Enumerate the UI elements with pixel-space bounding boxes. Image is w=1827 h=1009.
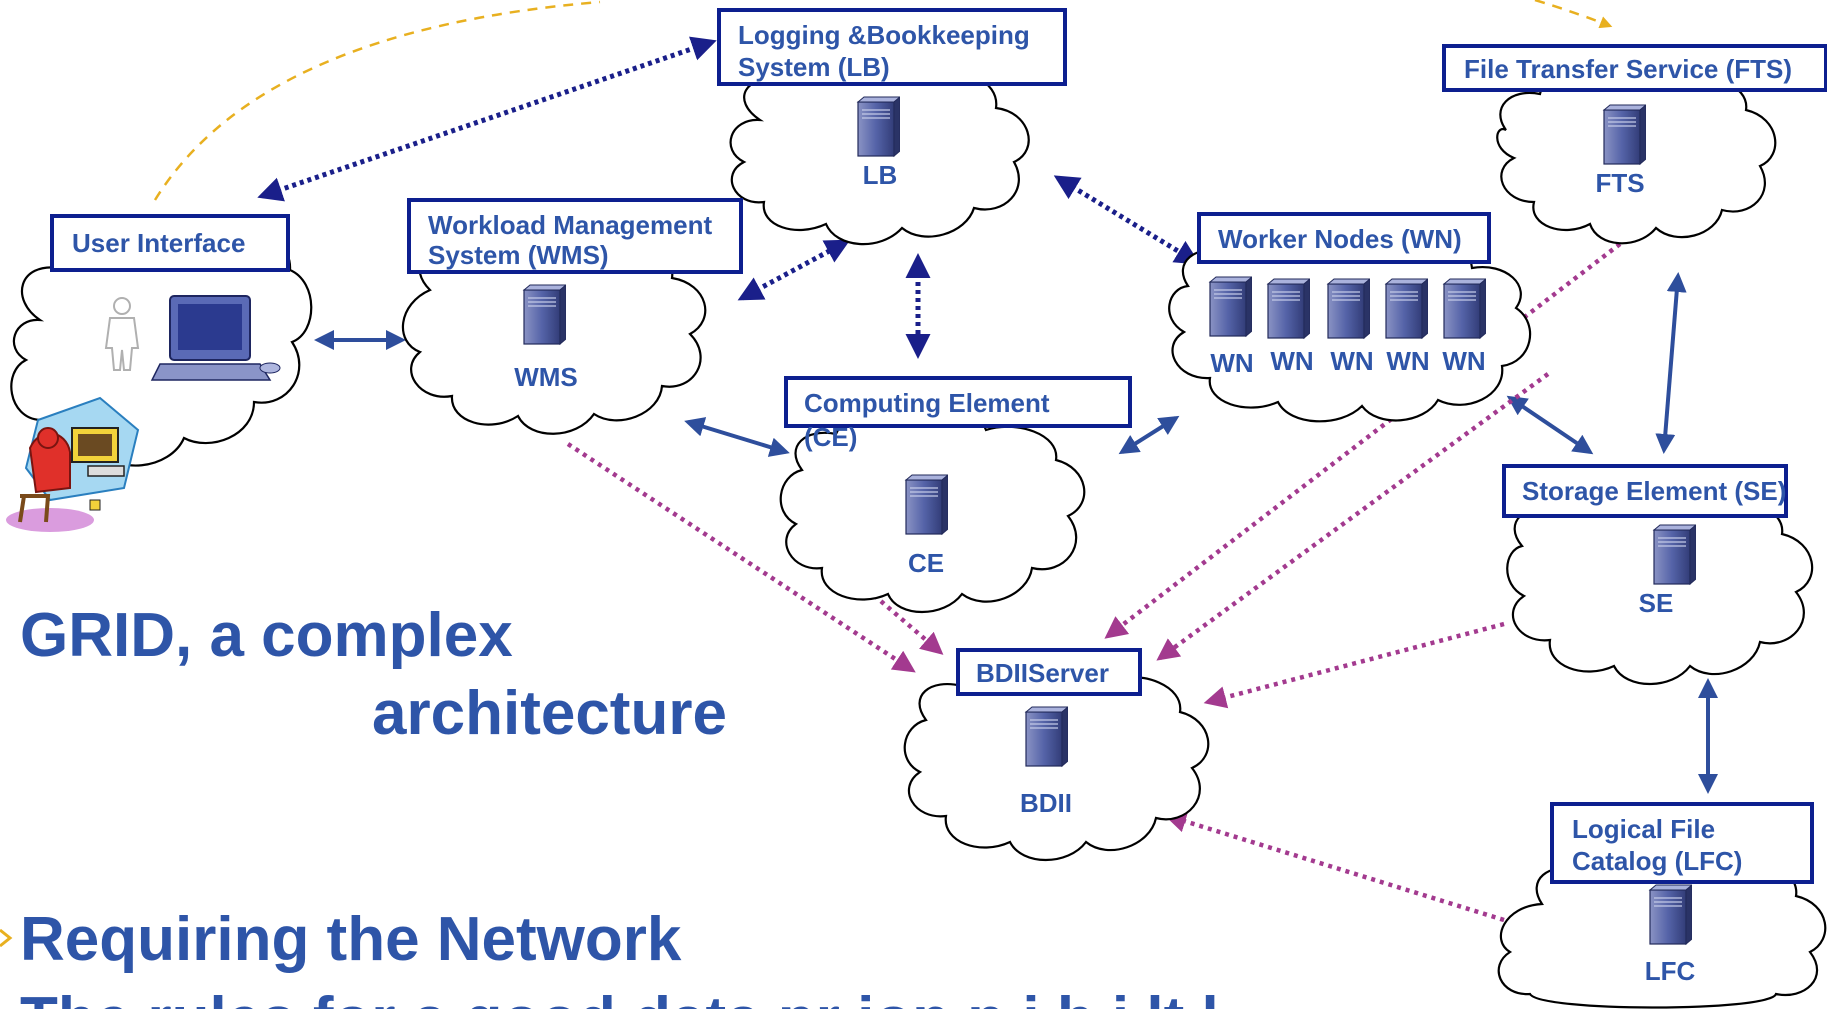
se-node-label: SE [1639, 588, 1674, 618]
heading-line2: architecture [372, 679, 727, 748]
server-icon [1649, 884, 1692, 945]
wms-label-box: Workload Management System (WMS) [407, 198, 743, 274]
lb-node-label: LB [863, 160, 898, 190]
lb-label-line2: System (LB) [738, 52, 890, 82]
fts-dashed-curve [1534, 0, 1613, 29]
ce-wn-arrow [1118, 415, 1180, 455]
se-label: Storage Element (SE) [1522, 476, 1786, 506]
component-labels: Logging &Bookkeeping System (LB) File Tr… [50, 8, 1827, 884]
wms-node-label: WMS [514, 362, 578, 392]
node-captions: LB FTS WMS WN WN WN WN WN CE SE BDII LFC [514, 160, 1695, 986]
lfc-label-box: Logical File Catalog (LFC) [1550, 802, 1814, 884]
bdii-node-label: BDII [1020, 788, 1072, 818]
server-icon [1385, 278, 1428, 339]
heading-line1: GRID, a complex [20, 601, 513, 670]
wn-node-label: WN [1386, 346, 1429, 376]
ui-label: User Interface [72, 228, 245, 258]
ce-label-line1: Computing Element [804, 388, 1050, 418]
server-icon [1327, 278, 1370, 339]
wms-ce-arrow [684, 417, 790, 457]
footer-bullet: Requiring the Network [20, 905, 682, 974]
ui-lb-dashed-curve [153, 0, 601, 201]
wms-bdii-dotted [566, 442, 916, 673]
lfc-node-label: LFC [1645, 956, 1696, 986]
user-clipart [6, 295, 281, 532]
fts-label: File Transfer Service (FTS) [1464, 54, 1792, 84]
server-icon [523, 284, 566, 345]
lfc-label-line2: Catalog (LFC) [1572, 846, 1742, 876]
person-icon [104, 297, 140, 371]
fts-node-label: FTS [1595, 168, 1644, 198]
wn-se-arrow [1506, 395, 1594, 455]
ce-node-label: CE [908, 548, 944, 578]
lb-wn-dotted-arrow [1053, 175, 1201, 265]
wn-node-label: WN [1330, 346, 1373, 376]
wn-label: Worker Nodes (WN) [1218, 224, 1462, 254]
connectors [153, 0, 1718, 923]
ui-label-box: User Interface [50, 214, 290, 272]
server-icon [1653, 524, 1696, 585]
se-label-box: Storage Element (SE) [1502, 464, 1788, 518]
lb-label-box: Logging &Bookkeeping System (LB) [717, 8, 1067, 86]
se-bdii-dotted [1203, 621, 1505, 709]
ce-label-box: Computing Element [784, 376, 1132, 428]
server-icon [905, 474, 948, 535]
bdii-label-box: BDIIServer [956, 648, 1142, 696]
wn-label-box: Worker Nodes (WN) [1197, 212, 1491, 264]
wms-label-line2: System (WMS) [428, 240, 609, 270]
bdii-label: BDIIServer [976, 658, 1109, 688]
server-icon [1209, 276, 1252, 337]
wn-bdii-dotted [1156, 372, 1550, 661]
wn-node-label: WN [1210, 348, 1253, 378]
lfc-bdii-dotted [1163, 810, 1505, 923]
user-at-computer-clipart [6, 396, 140, 532]
wn-node-label: WN [1270, 346, 1313, 376]
fts-se-arrow [1655, 272, 1687, 454]
computer-icon [150, 295, 281, 381]
slide-text: GRID, a complex architecture Requiring t… [0, 601, 1219, 1009]
server-icon [857, 96, 900, 157]
wn-node-label: WN [1442, 346, 1485, 376]
lb-label-line1: Logging &Bookkeeping [738, 20, 1030, 50]
ce-label-line2: (CE) [804, 422, 857, 452]
lfc-label-line1: Logical File [1572, 814, 1715, 844]
fts-label-box: File Transfer Service (FTS) [1442, 44, 1827, 92]
server-icon [1603, 104, 1646, 165]
ui-lb-dotted-arrow [257, 36, 717, 202]
bullet-arrow-icon [0, 928, 13, 948]
server-icon [1025, 706, 1068, 767]
footer-partial-line: The rules for a good data pr ion n i b i… [20, 985, 1219, 1009]
wms-label-line1: Workload Management [428, 210, 712, 240]
server-icon [1443, 278, 1486, 339]
server-icon [1267, 278, 1310, 339]
wms-lb-dotted-arrow [737, 239, 851, 301]
